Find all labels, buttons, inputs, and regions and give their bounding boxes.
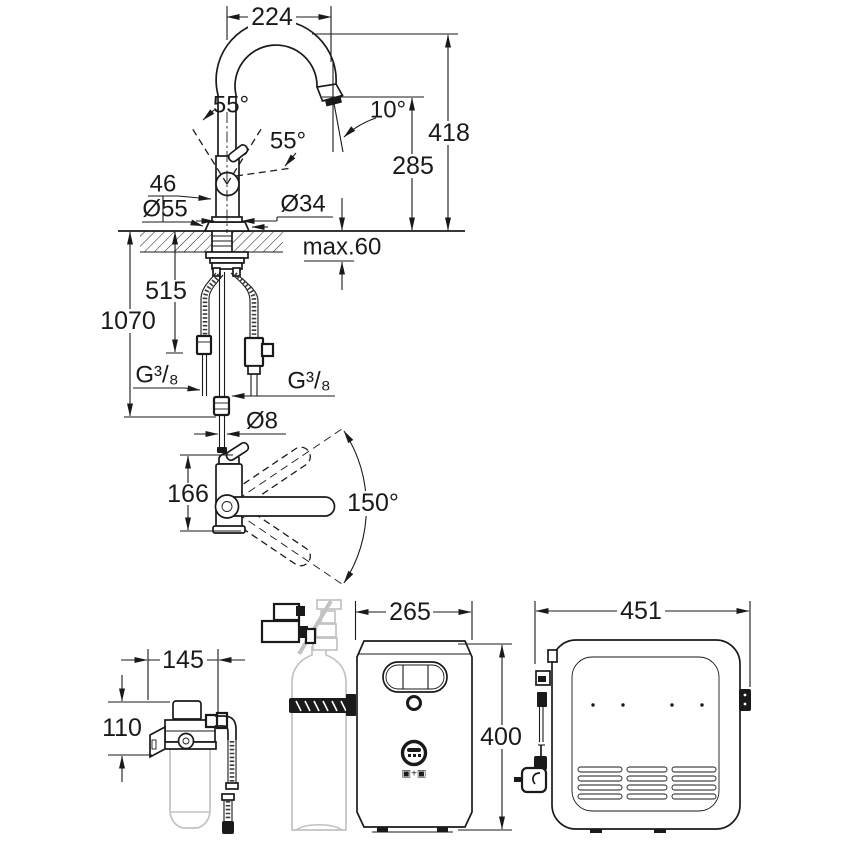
dim-filter-width: 145 — [121, 646, 245, 713]
side-connector — [739, 689, 751, 711]
hose-connect-label: 515 — [145, 277, 187, 305]
base-diameter-label: Ø55 — [142, 196, 187, 223]
outlet-height-label: 285 — [392, 152, 434, 180]
max-counter-label: max.60 — [303, 234, 382, 261]
dim-max-counter: max.60 — [303, 198, 382, 290]
handle-swing-left-label: 55° — [213, 92, 249, 119]
supply-hose-left — [195, 272, 224, 396]
dim-swivel-height: 166 — [165, 454, 241, 532]
logo-caption: ▣+▣ — [402, 769, 427, 780]
thread-right-label: G³/₈ — [287, 368, 330, 395]
swivel-height-label: 166 — [167, 480, 209, 508]
pressure-regulator — [260, 602, 317, 645]
supply-hose-right — [230, 272, 275, 396]
vent-grille — [577, 766, 717, 800]
cooler-width-label: 265 — [389, 598, 431, 626]
bottle-handle — [297, 599, 333, 656]
faucet-swivel-view: 166 150° — [165, 428, 401, 585]
dim-handle-swing-right: 55° — [270, 128, 306, 167]
handle-offset-label: 46 — [150, 171, 177, 198]
mounting-strap — [289, 694, 356, 716]
dim-handle-swing-left: 55° — [202, 92, 249, 121]
total-height-label: 418 — [428, 119, 470, 147]
swivel-spout — [226, 496, 336, 517]
indicator-light — [406, 695, 422, 711]
hose-total-label: 1070 — [100, 307, 156, 335]
dim-body-diameter: Ø34 — [196, 191, 333, 224]
faucet-front-view: 10° 224 418 285 55° — [99, 3, 475, 453]
dim-thread-right: G³/₈ — [231, 368, 335, 399]
filter-hose-center — [212, 272, 231, 453]
power-plug-icon — [514, 766, 548, 794]
filter-cartridge — [169, 748, 211, 829]
dim-hose-connect: 515 — [143, 231, 189, 354]
dim-thread-left: G³/₈ — [133, 362, 201, 392]
spout-reach-label: 224 — [251, 3, 293, 31]
thread-left-label: G³/₈ — [135, 362, 178, 389]
shutoff-valve — [243, 336, 265, 368]
cooler-front-view: ▣+▣ 265 400 — [289, 598, 526, 833]
filter-hose — [204, 711, 239, 834]
cooler-depth-label: 451 — [620, 597, 662, 625]
grohe-logo-icon — [400, 739, 428, 767]
cooler-height-label: 400 — [480, 723, 522, 751]
dim-total-height: 418 — [312, 33, 475, 231]
dim-cooler-width: 265 — [354, 598, 473, 640]
filter-unit: 145 110 — [102, 646, 245, 834]
dim-base-diameter: Ø55 — [142, 196, 268, 230]
swivel-body — [212, 441, 336, 534]
hose-diameter-label: Ø8 — [246, 408, 278, 435]
handle-swing-right-label: 55° — [270, 128, 306, 155]
swivel-handle-lever — [225, 441, 250, 462]
power-cable — [514, 649, 558, 794]
dim-outlet-angle: 10° — [332, 62, 406, 153]
filter-width-label: 145 — [162, 646, 204, 674]
cooler-handle — [382, 661, 448, 693]
dim-hose-total: 1070 — [99, 231, 216, 418]
body-diameter-label: Ø34 — [280, 191, 325, 218]
swivel-pivot — [214, 494, 240, 519]
cooler-side-body — [551, 639, 751, 833]
swivel-angle-label: 150° — [347, 489, 399, 517]
handle-lever — [227, 144, 249, 163]
dim-hose-diameter: Ø8 — [194, 408, 286, 437]
mounting-shank — [205, 231, 249, 277]
dim-outlet-height: 285 — [322, 96, 438, 231]
filter-bracket — [149, 725, 195, 759]
dim-spout-reach: 224 — [226, 3, 332, 62]
cooler-front-body — [356, 640, 473, 833]
co2-bottle — [291, 599, 347, 831]
outlet-angle-label: 10° — [370, 97, 406, 124]
filter-head-height-label: 110 — [102, 714, 142, 742]
dim-swivel-angle: 150° — [343, 430, 401, 584]
dim-cooler-height: 400 — [458, 643, 526, 831]
countertop — [118, 230, 465, 253]
dim-cooler-depth: 451 — [534, 597, 751, 687]
dim-filter-head-height: 110 — [102, 675, 170, 782]
cooler-side-view: 451 — [514, 597, 751, 833]
dim-handle-offset: 46 — [148, 171, 212, 222]
